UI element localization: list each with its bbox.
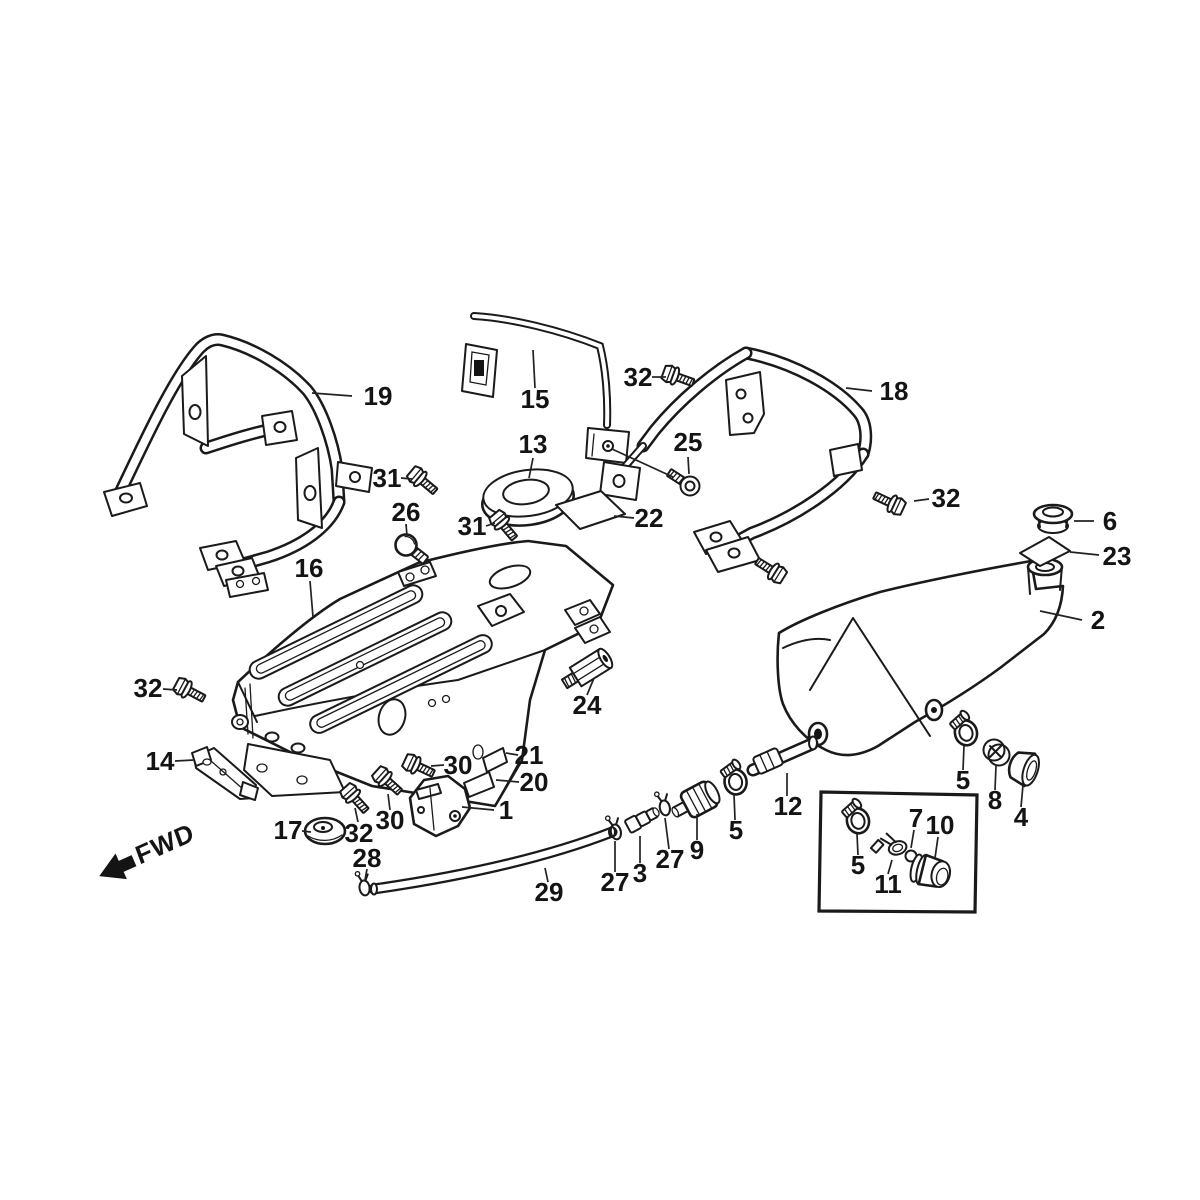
callout-18: 18 [880, 376, 909, 406]
callout-19: 19 [364, 381, 393, 411]
callout-28: 28 [353, 843, 382, 873]
callout-31-a: 31 [373, 463, 402, 493]
fuel-tank [776, 557, 1065, 757]
callout-27-a: 27 [601, 867, 630, 897]
callout-23: 23 [1103, 541, 1132, 571]
callout-29: 29 [535, 877, 564, 907]
callout-13: 13 [519, 429, 548, 459]
tube-12 [746, 735, 819, 777]
callout-6: 6 [1103, 506, 1117, 536]
grommet-8 [982, 738, 1011, 767]
callout-2: 2 [1091, 605, 1105, 635]
callout-32-valve: 32 [345, 818, 374, 848]
callout-15: 15 [521, 384, 550, 414]
callout-5-hose: 5 [729, 815, 743, 845]
callout-32-right: 32 [932, 483, 961, 513]
callout-1: 1 [499, 795, 513, 825]
callout-24: 24 [573, 690, 602, 720]
grab-rail-left [103, 333, 373, 598]
rear-fender [231, 539, 615, 808]
callout-20: 20 [520, 767, 549, 797]
callout-21: 21 [515, 740, 544, 770]
callout-12: 12 [774, 791, 803, 821]
strainer-9 [671, 780, 721, 819]
callout-16: 16 [295, 553, 324, 583]
callout-30-b: 30 [376, 805, 405, 835]
callout-27-b: 27 [656, 844, 685, 874]
callout-17: 17 [274, 815, 303, 845]
callout-10: 10 [926, 810, 955, 840]
callout-3: 3 [633, 858, 647, 888]
callout-26: 26 [392, 497, 421, 527]
bolt-25 [666, 468, 701, 497]
fuel-hose [368, 826, 618, 896]
callout-32-left: 32 [134, 673, 163, 703]
plate-22 [555, 490, 626, 530]
plate-20 [463, 771, 495, 798]
bracket-14 [191, 746, 259, 801]
callout-4: 4 [1014, 802, 1029, 832]
callout-labels: 19 15 32 18 25 31 13 26 31 22 32 6 23 2 … [134, 362, 1132, 907]
callout-9: 9 [690, 835, 704, 865]
callout-31-b: 31 [458, 511, 487, 541]
inset-box [817, 790, 979, 914]
plate-21 [482, 747, 508, 773]
callout-5-inset: 5 [851, 850, 865, 880]
screw-26 [394, 533, 429, 565]
callout-8: 8 [988, 785, 1002, 815]
grab-rail-right [599, 346, 873, 573]
callout-7: 7 [909, 803, 923, 833]
joint-3 [624, 807, 660, 834]
callout-25: 25 [674, 427, 703, 457]
callout-11: 11 [874, 869, 902, 899]
spacer-24 [560, 647, 614, 690]
tank-cap [1032, 503, 1074, 534]
tank-gasket [1019, 536, 1071, 567]
callout-30-a: 30 [444, 750, 473, 780]
grommet-17 [303, 816, 347, 846]
callout-32-top: 32 [624, 362, 653, 392]
cap-4 [1007, 751, 1040, 788]
clamp-11 [869, 832, 908, 856]
leader-lines [162, 349, 1100, 883]
cap-10 [909, 853, 952, 888]
callout-22: 22 [635, 503, 664, 533]
callout-5-tank: 5 [956, 765, 970, 795]
callout-14: 14 [146, 746, 175, 776]
seat-bracket [461, 312, 630, 464]
